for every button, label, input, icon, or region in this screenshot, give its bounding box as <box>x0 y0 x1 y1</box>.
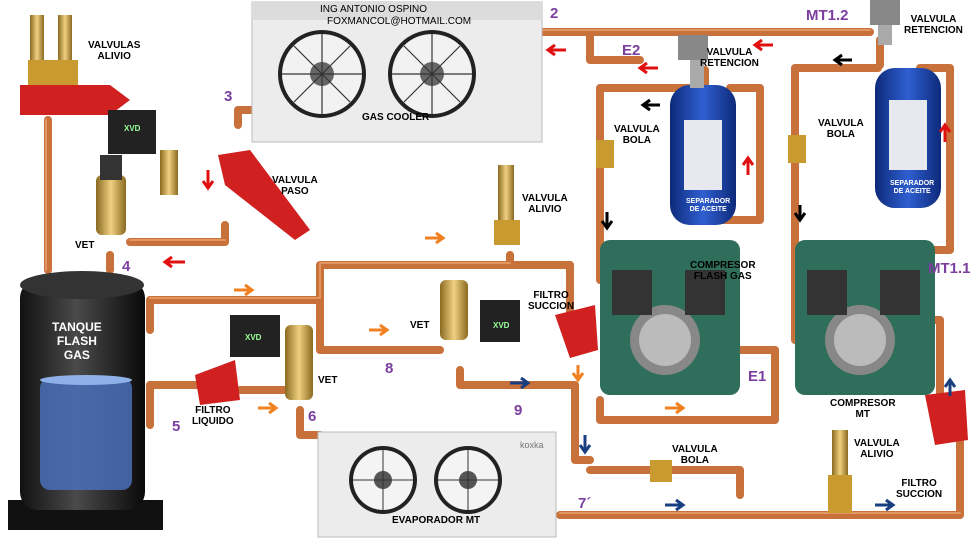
pipe-sep1-right <box>716 84 764 224</box>
pipe-line-6 <box>296 406 324 439</box>
vet-2 <box>440 280 520 342</box>
point-mt11: MT1.1 <box>928 260 971 277</box>
pipe-line-4 <box>126 221 229 246</box>
oil-separator-1-label: SEPARADOR DE ACEITE <box>686 198 731 213</box>
email-label: FOXMANCOL@HOTMAIL.COM <box>327 16 472 27</box>
point-5: 5 <box>172 418 181 435</box>
oil-separator-2-label: SEPARADOR DE ACEITE <box>890 180 935 195</box>
valves-relief-top-label: VALVULAS ALIVIO <box>88 40 141 62</box>
vet-3-label: VET <box>318 375 338 386</box>
vet-2-label: VET <box>410 320 430 331</box>
ball-valve-1 <box>596 140 614 168</box>
pipe-line-upper <box>316 251 514 304</box>
valvula-alivio-bottom <box>828 430 852 513</box>
pipe-line-7 <box>556 436 964 519</box>
valve-retention-2-label: VALVULA RETENCION <box>904 14 963 36</box>
oil-separator-2 <box>875 68 941 208</box>
filtro-succion-1 <box>555 305 598 358</box>
gas-cooler <box>251 1 543 143</box>
point-6: 6 <box>308 408 317 425</box>
valve-ball-2-label: VALVULA BOLA <box>818 118 864 140</box>
point-8: 8 <box>385 360 394 377</box>
pipe-highlight <box>45 29 961 514</box>
filter-suction-1-label: FILTRO SUCCION <box>528 290 575 312</box>
filter-liquid-label: FILTRO LIQUIDO <box>192 405 234 427</box>
retention-valve-2 <box>870 0 900 45</box>
vet-1-label: VET <box>75 240 95 251</box>
evaporator-brand: koxka <box>520 440 544 450</box>
gas-cooler-label: GAS COOLER <box>362 112 430 123</box>
pipe-network <box>44 28 964 519</box>
pipe-line-8 <box>316 296 444 354</box>
pipe-line-9 <box>456 366 594 464</box>
retention-valve-1 <box>678 35 708 88</box>
evaporator-label: EVAPORADOR MT <box>392 515 481 526</box>
vet-3 <box>230 315 313 400</box>
ball-valve-2 <box>788 135 806 163</box>
ball-valve-3 <box>650 460 672 482</box>
valvula-paso <box>218 150 310 240</box>
pipe-valvula-bola <box>586 466 744 499</box>
valvula-alivio-mid <box>494 165 520 245</box>
pipe-line-5 <box>146 381 204 429</box>
point-2: 2 <box>550 5 559 22</box>
pipe-e2-branch <box>586 28 644 64</box>
flow-arrows <box>162 38 957 512</box>
point-9: 9 <box>514 402 523 419</box>
controller-2-label: XVD <box>493 321 510 330</box>
compressor-flash-label: COMPRESOR FLASH GAS <box>690 260 756 282</box>
filtro-succion-2 <box>925 390 968 445</box>
compressor-mt <box>795 240 935 395</box>
valve-ball-1-label: VALVULA BOLA <box>614 124 660 146</box>
controller-1-label: XVD <box>124 124 141 133</box>
pipe-e1 <box>596 346 779 424</box>
pipe-cooler-inlet <box>234 106 259 129</box>
point-mt12: MT1.2 <box>806 7 849 24</box>
point-7: 7´ <box>578 495 592 512</box>
filtro-liquido <box>195 360 240 405</box>
point-e1: E1 <box>748 368 767 385</box>
oil-separator-1 <box>670 85 736 225</box>
valve-relief-bottom-label: VALVULA ALIVIO <box>854 438 900 460</box>
valve-paso-label: VALVULA PASO <box>272 175 318 197</box>
valve-retention-1-label: VALVULA RETENCION <box>700 47 759 69</box>
controller-3-label: XVD <box>245 333 262 342</box>
valve-ball-3-label: VALVULA BOLA <box>672 444 718 466</box>
compressor-mt-label: COMPRESOR MT <box>830 398 896 420</box>
pipe-tank-top <box>146 296 324 334</box>
pipe-sep1-loop <box>596 84 704 284</box>
point-e2: E2 <box>622 42 641 59</box>
point-4: 4 <box>122 258 131 275</box>
author-label: ING ANTONIO OSPINO <box>320 4 428 15</box>
pipe-sep2-loop <box>791 64 882 344</box>
evaporator <box>317 431 557 538</box>
vet-1 <box>96 110 178 235</box>
flash-gas-tank <box>8 271 163 530</box>
tank-label: TANQUE FLASH GAS <box>52 320 102 362</box>
valve-relief-mid-label: VALVULA ALIVIO <box>522 193 568 215</box>
relief-valves-top <box>20 15 130 115</box>
point-3: 3 <box>224 88 233 105</box>
filter-suction-2-label: FILTRO SUCCION <box>896 478 943 500</box>
compressor-flash-gas <box>600 240 740 395</box>
